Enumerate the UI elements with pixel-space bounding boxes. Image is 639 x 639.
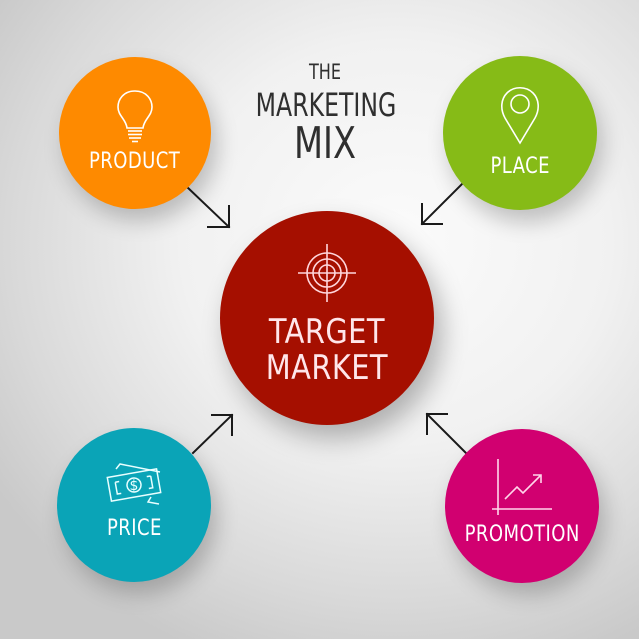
title-line-marketing: MARKETING xyxy=(255,86,397,124)
lightbulb-icon xyxy=(117,90,153,143)
svg-text:$: $ xyxy=(130,478,139,494)
center-label-line1: TARGET xyxy=(268,312,386,353)
title-line-mix: MIX xyxy=(293,118,356,169)
node-target-market: TARGET MARKET xyxy=(220,211,434,425)
map-pin-icon xyxy=(501,86,539,145)
target-crosshair-icon xyxy=(298,244,356,303)
center-label-line2: MARKET xyxy=(265,348,389,388)
arrow-promotion-to-center xyxy=(425,412,468,455)
node-price-label: PRICE xyxy=(106,515,162,541)
money-bills-icon: $ xyxy=(106,463,162,505)
node-product: PRODUCT xyxy=(59,57,211,209)
growth-chart-icon xyxy=(492,458,552,515)
node-price: $ PRICE xyxy=(57,428,211,582)
node-product-label: PRODUCT xyxy=(89,148,181,174)
arrow-price-to-center xyxy=(191,413,234,455)
arrow-place-to-center xyxy=(420,182,464,226)
arrow-product-to-center xyxy=(185,185,231,229)
node-target-market-label: TARGET MARKET xyxy=(266,315,388,386)
node-place: PLACE xyxy=(443,56,597,210)
node-place-label: PLACE xyxy=(490,153,550,179)
title-line-the: THE xyxy=(308,60,342,84)
node-promotion: PROMOTION xyxy=(445,429,599,583)
node-promotion-label: PROMOTION xyxy=(464,521,580,547)
